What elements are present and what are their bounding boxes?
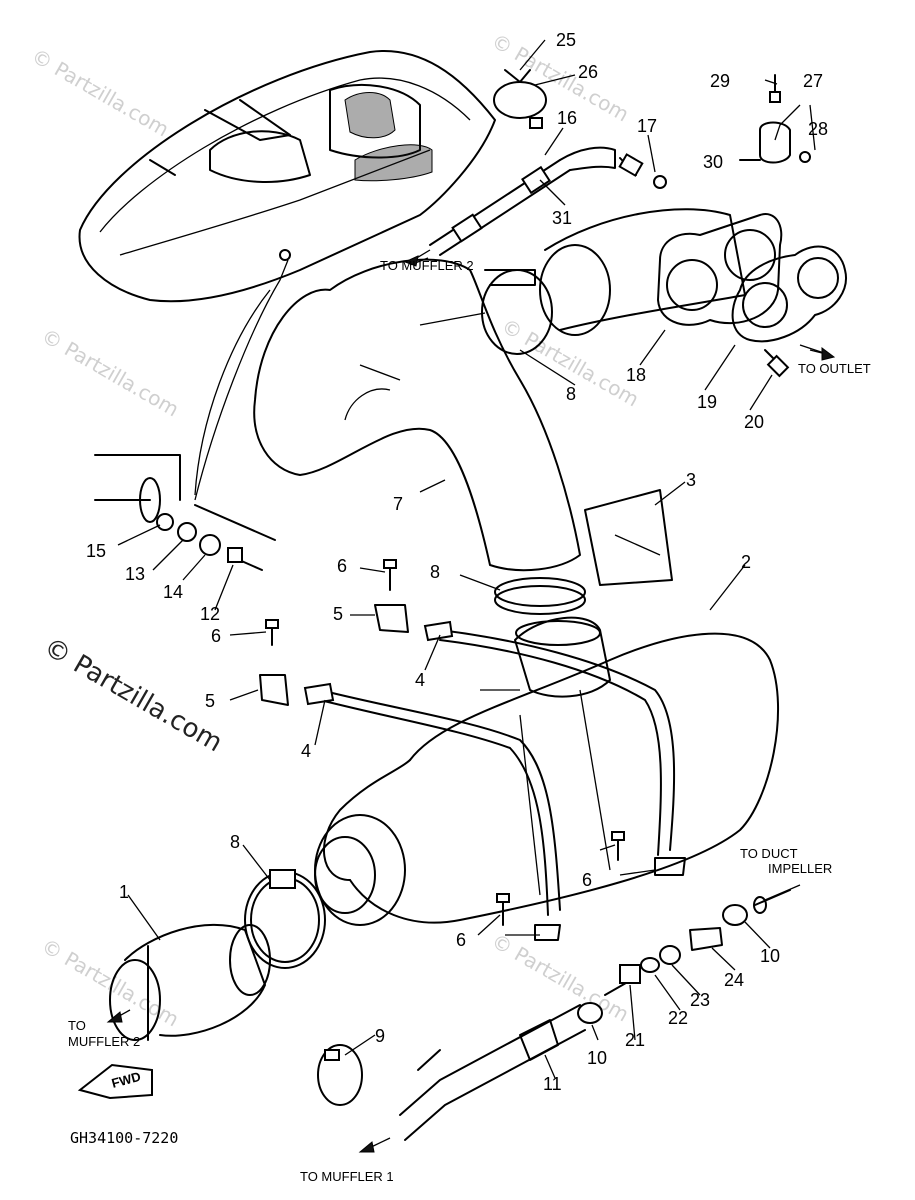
fwd-label: FWD [110,1069,142,1091]
callout-6-b: 6 [211,626,221,646]
clamp-upper [481,269,553,355]
callout-10-b: 10 [760,946,780,966]
callout-5-b: 5 [205,691,215,711]
callout-18: 18 [626,365,646,385]
callout-12: 12 [200,604,220,624]
callout-20: 20 [744,412,764,432]
to-outlet-label: TO OUTLET [798,361,871,376]
callout-27: 27 [803,71,823,91]
callout-16: 16 [557,108,577,128]
watermark: © Partzilla.com [38,324,184,422]
fitting-assembly [739,74,811,164]
watermark: © Partzilla.com [28,44,174,142]
callout-19: 19 [697,392,717,412]
clamp-middle [494,577,586,615]
to-duct-label: TO DUCT [740,846,798,861]
clamp-9 [317,1044,363,1106]
callout-31: 31 [552,208,572,228]
side-connector [94,454,276,571]
impeller-label: IMPELLER [768,861,832,876]
hose-clamp-top [493,69,547,129]
callout-22: 22 [668,1008,688,1028]
callout-23: 23 [690,990,710,1010]
callout-4-b: 4 [301,741,311,761]
to-muffler-2-label: TO MUFFLER 2 [380,258,474,273]
callout-8-middle: 8 [430,562,440,582]
callout-28: 28 [808,119,828,139]
callout-6-d: 6 [456,930,466,950]
forward-direction-arrow: FWD [77,1063,153,1100]
callout-11: 11 [543,1074,562,1094]
callout-21: 21 [625,1030,645,1050]
callout-17: 17 [637,116,657,136]
leader-lines [106,39,836,1153]
callout-29: 29 [710,71,730,91]
callout-30: 30 [703,152,723,172]
diagram-code: GH34100-7220 [70,1129,178,1147]
muffler-straps [303,620,676,916]
to-muffler-1-label: TO MUFFLER 1 [300,1169,394,1184]
callout-7: 7 [393,494,403,514]
callout-26: 26 [578,62,598,82]
muffler [314,616,780,926]
callout-14: 14 [163,582,183,602]
callout-13: 13 [125,564,145,584]
watermark: © Partzilla.com [488,929,634,1027]
clamp-lower [244,869,326,969]
callout-6-a: 6 [337,556,347,576]
direction-labels: TO MUFFLER 2 TO OUTLET TO DUCT IMPELLER … [68,258,871,1184]
watermark: © Partzilla.com [38,934,184,1032]
callout-15: 15 [86,541,106,561]
watercraft-illustration [78,50,496,501]
muffler-2-label: MUFFLER 2 [68,1034,140,1049]
callout-5-a: 5 [333,604,343,624]
bolts-and-brackets [259,559,686,941]
callout-4-a: 4 [415,670,425,690]
exhaust-outlet [539,208,847,378]
callout-25: 25 [556,30,576,50]
watermark-main: © Partzilla.com [39,632,228,758]
callout-2: 2 [741,552,751,572]
callout-8-lower: 8 [230,832,240,852]
callout-9: 9 [375,1026,385,1046]
callout-24: 24 [724,970,744,990]
callout-6-c: 6 [582,870,592,890]
silencer-tube [109,923,271,1041]
heat-shield-plate [584,489,673,586]
callout-10-a: 10 [587,1048,607,1068]
callout-3: 3 [686,470,696,490]
exhaust-pipe [253,258,581,572]
cooling-hose-top [409,146,667,263]
callout-8-upper: 8 [566,384,576,404]
lower-hose-assembly [399,889,791,1141]
to-label: TO [68,1018,86,1033]
callout-numbers: 25 26 16 17 29 27 28 30 31 18 19 20 8 7 … [86,30,828,1094]
callout-1: 1 [119,882,129,902]
